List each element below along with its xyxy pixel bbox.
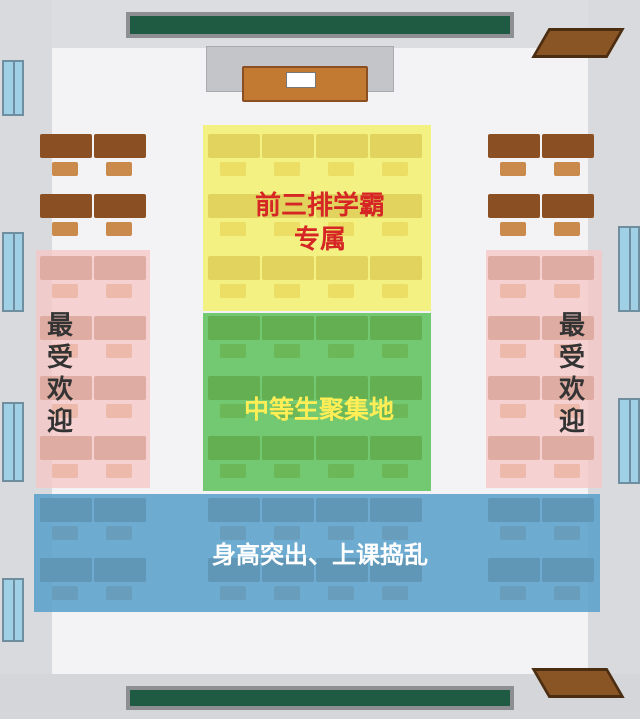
front-blackboard xyxy=(126,12,514,38)
left-side-label: 最受欢迎 xyxy=(42,311,73,439)
student-chair xyxy=(500,162,526,176)
zone-right-side xyxy=(486,250,602,488)
window-left-4 xyxy=(2,578,24,642)
student-desk xyxy=(40,134,92,158)
student-chair xyxy=(554,162,580,176)
student-chair xyxy=(500,222,526,236)
back-blackboard xyxy=(126,686,514,710)
student-chair xyxy=(106,222,132,236)
student-chair xyxy=(52,222,78,236)
window-left-2 xyxy=(2,232,24,312)
student-chair xyxy=(52,162,78,176)
zone-middle xyxy=(203,313,431,491)
student-desk xyxy=(542,134,594,158)
student-chair xyxy=(106,162,132,176)
right-side-label: 最受欢迎 xyxy=(554,311,585,439)
student-desk xyxy=(40,194,92,218)
student-desk xyxy=(94,134,146,158)
zone-front xyxy=(203,125,431,311)
window-left-1 xyxy=(2,60,24,116)
student-chair xyxy=(554,222,580,236)
window-left-3 xyxy=(2,402,24,482)
window-right-2 xyxy=(618,398,640,484)
student-desk xyxy=(488,194,540,218)
student-desk xyxy=(488,134,540,158)
back-zone-label: 身高突出、上课捣乱 xyxy=(212,540,428,569)
zone-back xyxy=(34,494,600,612)
front-zone-label: 前三排学霸专属 xyxy=(255,191,386,255)
middle-zone-label: 中等生聚集地 xyxy=(243,395,394,424)
book-icon xyxy=(286,72,316,88)
window-right-1 xyxy=(618,226,640,312)
student-desk xyxy=(94,194,146,218)
zone-left-side xyxy=(36,250,150,488)
student-desk xyxy=(542,194,594,218)
